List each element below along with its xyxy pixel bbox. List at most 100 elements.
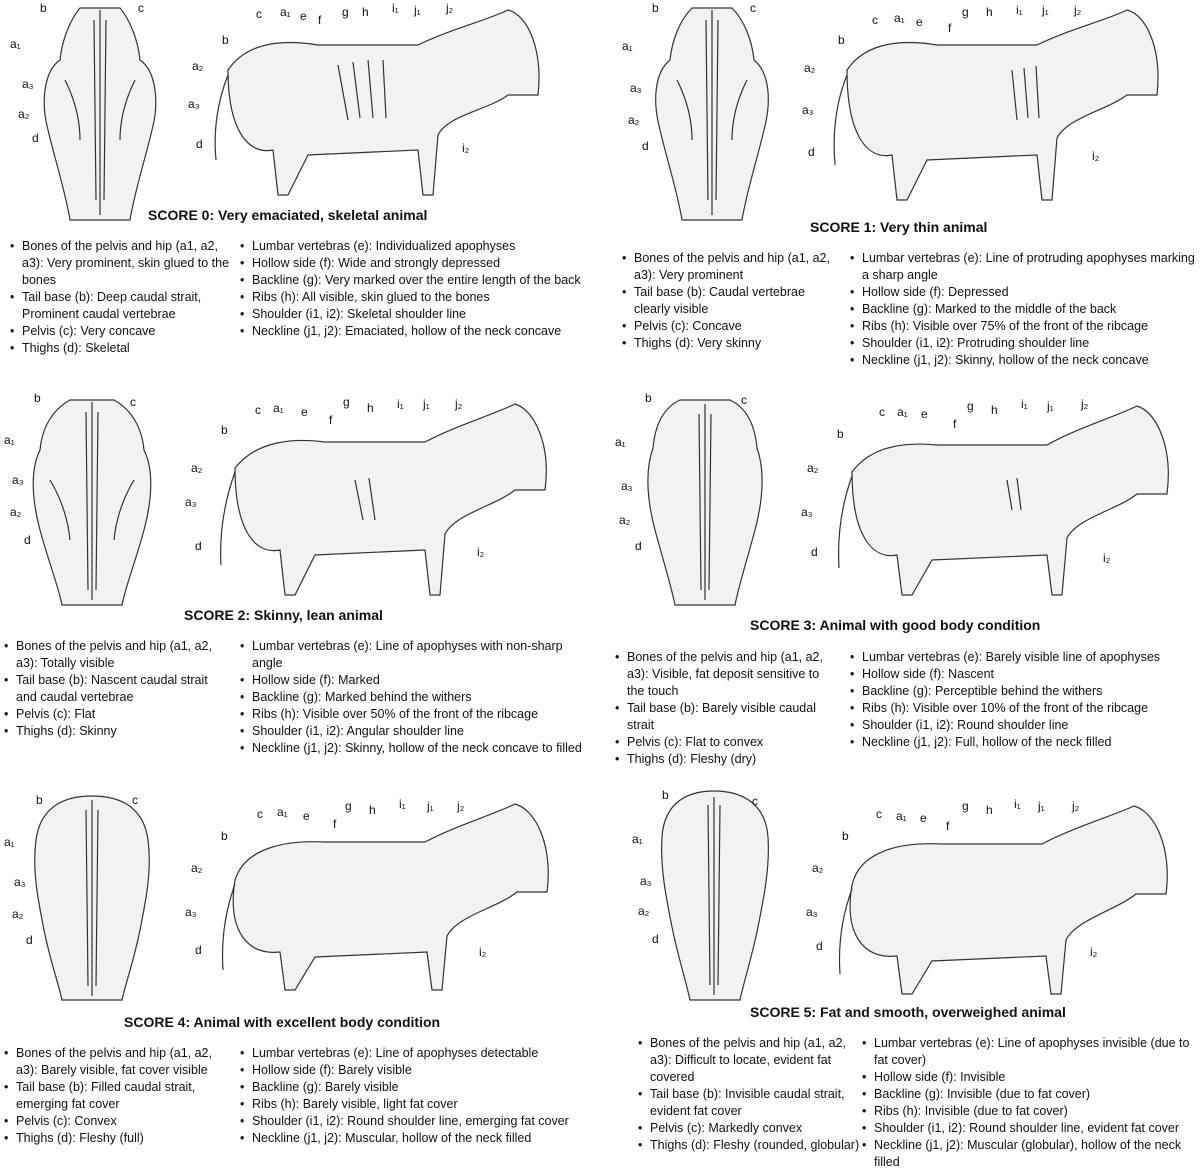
label-a3: a₃ [185,905,197,919]
label-j2: j₂ [454,397,463,411]
label-c: c [255,403,261,417]
score-panel-5: b c a₁ a₃ a₂ d c a₁ e f g h i₁ j₁ j₂ b a… [612,785,1200,1171]
label-d: d [642,139,649,153]
score-panel-3: b c a₁ a₃ a₂ d c a₁ e f g h i₁ j₁ j₂ b a… [605,385,1200,780]
label-i1: i₁ [1016,3,1023,17]
label-c: c [879,405,885,419]
label-j2: j₂ [1073,3,1082,17]
criterion-item: Lumbar vertebras (e): Line of apophyses … [240,638,582,672]
criterion-item: Neckline (j1, j2): Muscular (globular), … [862,1137,1200,1171]
label-a2: a₂ [191,861,203,875]
label-j1: j₁ [422,397,430,411]
horse-side-view-illustration: c a₁ e f g h i₁ j₁ j₂ b a₂ a₃ d i₂ [188,1,540,196]
label-a2: a₂ [18,107,30,121]
label-d: d [26,933,33,947]
horse-rear-view-illustration: b c a₁ a₃ a₂ d [4,793,150,1001]
criterion-item: Bones of the pelvis and hip (a1, a2, a3)… [4,638,226,672]
label-f: f [946,819,950,833]
horse-side-view-illustration: c a₁ e f g h i₁ j₁ j₂ b a₂ a₃ d i₂ [806,797,1168,995]
label-h: h [369,803,376,817]
label-a3: a₃ [188,97,200,111]
label-i1: i₁ [392,1,399,15]
criterion-item: Ribs (h): Barely visible, light fat cove… [240,1096,592,1113]
label-b: b [662,788,669,802]
label-j2: j₂ [456,799,465,813]
label-a1: a₁ [4,433,15,447]
label-b: b [221,423,228,437]
horse-side-view-illustration: c a₁ e f g h i₁ j₁ j₂ b a₂ a₃ d i₂ [802,3,1159,201]
criterion-item: Pelvis (c): Markedly convex [638,1120,860,1137]
label-a2: a₂ [807,461,819,475]
label-b: b [645,391,652,405]
score-title: SCORE 5: Fat and smooth, overweighed ani… [750,1004,1066,1020]
label-d: d [652,932,659,946]
label-d: d [808,145,815,159]
criterion-item: Bones of the pelvis and hip (a1, a2, a3)… [4,1045,236,1079]
label-d: d [32,131,39,145]
criterion-item: Shoulder (i1, i2): Protruding shoulder l… [850,335,1200,352]
label-f: f [948,21,952,35]
criterion-item: Ribs (h): Visible over 50% of the front … [240,706,582,723]
criterion-item: Shoulder (i1, i2): Angular shoulder line [240,723,582,740]
score-panel-1: b c a₁ a₃ a₂ d c a₁ e f g h i₁ j₁ j₂ b a… [612,0,1200,385]
criterion-item: Hollow side (f): Marked [240,672,582,689]
label-g: g [342,5,349,19]
label-h: h [986,5,993,19]
criteria-list-right: Lumbar vertebras (e): Barely visible lin… [848,649,1200,751]
label-i2: i₂ [462,141,470,155]
label-a1: a₁ [273,401,284,415]
label-e: e [301,405,308,419]
criterion-item: Pelvis (c): Very concave [10,323,232,340]
criterion-item: Backline (g): Marked to the middle of th… [850,301,1200,318]
label-j1: j₁ [1037,799,1045,813]
criterion-item: Neckline (j1, j2): Muscular, hollow of t… [240,1130,592,1147]
criterion-item: Thighs (d): Fleshy (rounded, globular) [638,1137,860,1154]
label-i1: i₁ [399,797,406,811]
label-a2: a₂ [10,505,22,519]
label-e: e [920,811,927,825]
criterion-item: Pelvis (c): Concave [622,318,844,335]
label-a1: a₁ [277,805,288,819]
criterion-item: Neckline (j1, j2): Skinny, hollow of the… [850,352,1200,369]
criterion-item: Tail base (b): Caudal vertebrae clearly … [622,284,844,318]
label-a2: a₂ [804,61,816,75]
horse-rear-view-illustration: b c a₁ a₃ a₂ d [622,1,769,221]
label-a2: a₂ [628,113,640,127]
criteria-list-right: Lumbar vertebras (e): Line of protruding… [848,250,1200,369]
label-i2: i₂ [1092,149,1100,163]
label-c: c [750,1,756,15]
label-d: d [816,939,823,953]
criterion-item: Ribs (h): All visible, skin glued to the… [240,289,582,306]
criterion-item: Thighs (d): Fleshy (full) [4,1130,236,1147]
score-title: SCORE 4: Animal with excellent body cond… [124,1014,441,1030]
label-i2: i₂ [479,945,487,959]
criterion-item: Lumbar vertebras (e): Barely visible lin… [850,649,1200,666]
label-b: b [221,829,228,843]
horse-rear-view-illustration: b c a₁ a₃ a₂ d [10,1,157,221]
label-d: d [24,533,31,547]
label-d: d [195,943,202,957]
label-h: h [991,403,998,417]
label-c: c [752,794,758,808]
criterion-item: Neckline (j1, j2): Full, hollow of the n… [850,734,1200,751]
label-b: b [222,33,229,47]
criterion-item: Tail base (b): Deep caudal strait, Promi… [10,289,232,323]
score-title: SCORE 2: Skinny, lean animal [184,607,383,623]
criteria-list-left: Bones of the pelvis and hip (a1, a2, a3)… [8,238,232,357]
label-f: f [318,13,322,27]
label-f: f [333,817,337,831]
criterion-item: Tail base (b): Nascent caudal strait and… [4,672,226,706]
label-a1: a₁ [10,37,21,51]
label-a2: a₂ [638,904,650,918]
label-i2: i₂ [477,545,485,559]
label-b: b [837,427,844,441]
criterion-item: Bones of the pelvis and hip (a1, a2, a3)… [615,649,837,700]
criteria-list-left: Bones of the pelvis and hip (a1, a2, a3)… [613,649,837,768]
label-h: h [986,803,993,817]
label-c: c [130,395,136,409]
label-i2: i₂ [1090,945,1098,959]
horse-side-view-illustration: c a₁ e f g h i₁ j₁ j₂ b a₂ a₃ d i₂ [185,395,547,596]
criterion-item: Lumbar vertebras (e): Line of apophyses … [240,1045,592,1062]
label-c: c [741,393,747,407]
criterion-item: Thighs (d): Skinny [4,723,226,740]
